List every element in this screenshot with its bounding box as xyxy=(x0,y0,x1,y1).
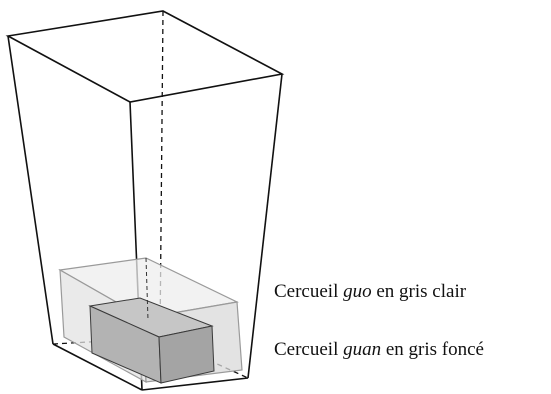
label-guo-coffin: Cercueil guo en gris clair xyxy=(274,282,466,301)
label-guo-prefix: Cercueil xyxy=(274,281,344,302)
guan-coffin xyxy=(88,297,215,384)
outer-edge-front-left xyxy=(7,35,54,345)
outer-bottom-left xyxy=(52,343,143,391)
inner-hidden-edges xyxy=(145,257,149,321)
hidden-edge-through-coffin xyxy=(145,257,149,321)
guan-side xyxy=(158,325,215,384)
label-guan-coffin: Cercueil guan en gris foncé xyxy=(274,340,484,359)
label-guan-term: guan xyxy=(343,339,382,360)
outer-top-rim xyxy=(5,10,285,103)
label-guan-suffix: en gris foncé xyxy=(381,339,484,360)
label-guo-term: guo xyxy=(343,281,372,302)
outer-edge-right xyxy=(247,73,283,379)
label-guo-suffix: en gris clair xyxy=(371,281,467,302)
outer-chamber xyxy=(5,10,285,391)
label-guan-prefix: Cercueil xyxy=(274,339,344,360)
outer-bottom-right xyxy=(141,377,249,391)
